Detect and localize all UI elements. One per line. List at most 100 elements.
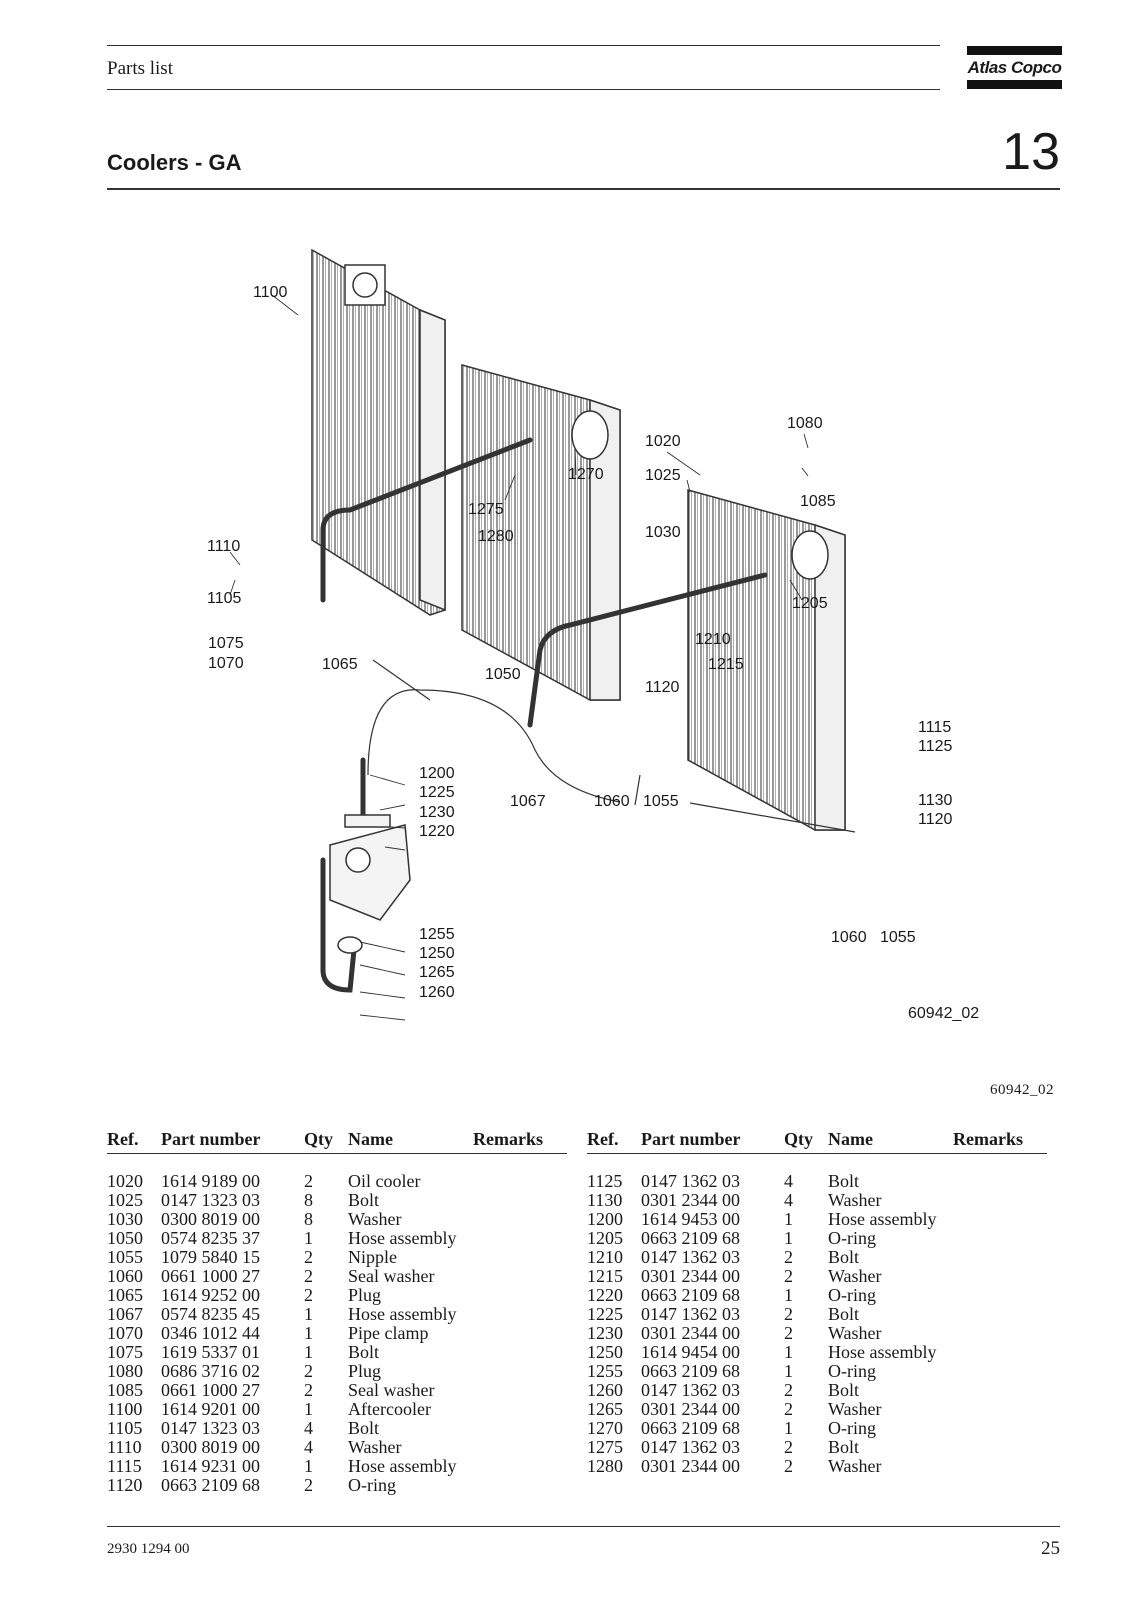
cell-qty: 2: [784, 1266, 793, 1286]
svg-text:1280: 1280: [478, 528, 514, 545]
svg-text:1085: 1085: [800, 493, 836, 510]
svg-text:1120: 1120: [918, 811, 953, 828]
cell-part-number: 1614 9252 00: [161, 1285, 260, 1305]
svg-text:1270: 1270: [568, 466, 604, 483]
diagram-inner-reference: 60942_02: [908, 1005, 979, 1022]
cell-part-number: 0686 3716 02: [161, 1361, 260, 1381]
cell-remarks: [473, 1324, 567, 1343]
table-spacer: [107, 1154, 567, 1173]
cell-qty: 8: [304, 1209, 313, 1229]
cell-remarks: [953, 1419, 1047, 1438]
svg-text:1055: 1055: [643, 793, 679, 810]
cell-qty: 2: [304, 1247, 313, 1267]
svg-text:1020: 1020: [645, 433, 681, 450]
cell-part-number: 0663 2109 68: [161, 1475, 260, 1495]
cell-name: Pipe clamp: [348, 1323, 429, 1343]
cell-qty: 1: [784, 1342, 793, 1362]
cell-name: O-ring: [828, 1418, 876, 1438]
col-ref: Ref.: [107, 1130, 161, 1154]
section-title: Coolers - GA: [107, 150, 242, 175]
cell-part-number: 0661 1000 27: [161, 1380, 260, 1400]
svg-text:1050: 1050: [485, 666, 521, 683]
cell-part-number: 0147 1362 03: [641, 1304, 740, 1324]
cell-name: Bolt: [828, 1380, 860, 1400]
cell-ref: 1075: [107, 1342, 143, 1362]
cell-qty: 2: [784, 1247, 793, 1267]
cell-name: Hose assembly: [348, 1456, 457, 1476]
col-name: Name: [828, 1130, 953, 1154]
cell-ref: 1030: [107, 1209, 143, 1229]
cell-name: Plug: [348, 1285, 382, 1305]
cell-ref: 1215: [587, 1266, 623, 1286]
svg-text:1130: 1130: [918, 792, 953, 809]
cell-ref: 1230: [587, 1323, 623, 1343]
cell-name: Bolt: [828, 1304, 860, 1324]
cell-name: O-ring: [828, 1285, 876, 1305]
cell-name: Bolt: [348, 1342, 380, 1362]
cell-remarks: [473, 1476, 567, 1495]
cell-remarks: [473, 1210, 567, 1229]
leader-lines: [229, 294, 809, 1021]
cell-ref: 1275: [587, 1437, 623, 1457]
cell-part-number: 0301 2344 00: [641, 1190, 740, 1210]
svg-text:1025: 1025: [645, 467, 681, 484]
cell-qty: 1: [784, 1228, 793, 1248]
cell-name: Washer: [828, 1456, 882, 1476]
cell-part-number: 0147 1323 03: [161, 1418, 260, 1438]
cell-part-number: 0663 2109 68: [641, 1361, 740, 1381]
cell-part-number: 0661 1000 27: [161, 1266, 260, 1286]
cell-part-number: 0300 8019 00: [161, 1209, 260, 1229]
section-number: 13: [1002, 123, 1060, 181]
svg-text:1060: 1060: [594, 793, 630, 810]
cell-part-number: 0147 1362 03: [641, 1437, 740, 1457]
cell-name: Washer: [828, 1266, 882, 1286]
cell-ref: 1100: [107, 1399, 143, 1419]
cell-part-number: 1614 9231 00: [161, 1456, 260, 1476]
cell-qty: 1: [304, 1304, 313, 1324]
svg-text:1125: 1125: [918, 738, 953, 755]
cell-ref: 1125: [587, 1171, 623, 1191]
cell-remarks: [953, 1229, 1047, 1248]
cell-qty: 1: [304, 1342, 313, 1362]
cell-ref: 1260: [587, 1380, 623, 1400]
svg-text:1260: 1260: [419, 984, 455, 1001]
cell-part-number: 0147 1362 03: [641, 1380, 740, 1400]
cell-qty: 2: [304, 1171, 313, 1191]
col-part-number: Part number: [161, 1130, 304, 1154]
cell-remarks: [953, 1191, 1047, 1210]
cell-remarks: [473, 1457, 567, 1476]
cell-qty: 2: [784, 1399, 793, 1419]
svg-text:1075: 1075: [208, 635, 244, 652]
parts-table-header: Ref. Part number Qty Name Remarks: [587, 1130, 1047, 1154]
brand-logo: Atlas Copco: [967, 46, 1062, 90]
svg-text:1225: 1225: [419, 784, 455, 801]
cell-remarks: [953, 1324, 1047, 1343]
cell-name: Hose assembly: [828, 1209, 937, 1229]
cell-ref: 1025: [107, 1190, 143, 1210]
cell-name: Bolt: [828, 1437, 860, 1457]
cell-remarks: [953, 1267, 1047, 1286]
svg-text:1105: 1105: [207, 590, 242, 607]
svg-text:1275: 1275: [468, 501, 504, 518]
cell-part-number: 0663 2109 68: [641, 1418, 740, 1438]
cell-part-number: 0574 8235 37: [161, 1228, 260, 1248]
cell-qty: 2: [304, 1475, 313, 1495]
cell-name: Bolt: [828, 1171, 860, 1191]
cell-qty: 4: [304, 1437, 313, 1457]
cell-part-number: 0147 1323 03: [161, 1190, 260, 1210]
cell-ref: 1105: [107, 1418, 143, 1438]
